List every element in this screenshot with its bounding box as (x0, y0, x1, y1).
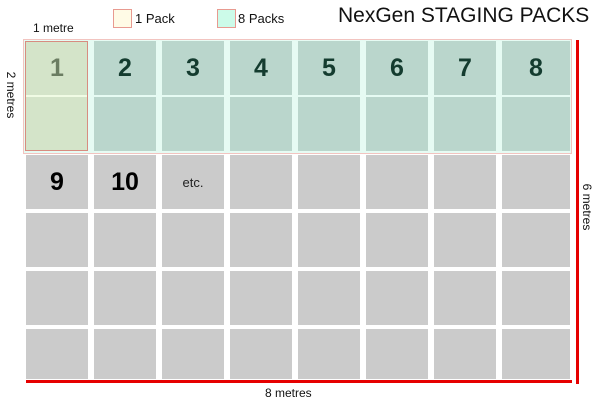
grid-cell (434, 155, 496, 209)
height-dimension-line (576, 40, 579, 384)
grid-cell (298, 213, 360, 267)
pack-number: 7 (458, 53, 472, 82)
grid-cell (230, 213, 292, 267)
grid-cell: etc. (162, 155, 224, 209)
pack-number: 3 (186, 53, 200, 82)
grid-cell (502, 97, 570, 151)
cell-width-label: 1 metre (33, 21, 74, 35)
grid-cell (94, 329, 156, 379)
grid-cell (162, 97, 224, 151)
grid-cell (230, 329, 292, 379)
grid-cell: 5 (298, 41, 360, 95)
single-pack-divider (26, 95, 87, 97)
grid-cell (298, 97, 360, 151)
grid-cell (94, 97, 156, 151)
grid-cell (230, 271, 292, 325)
grid-cell: 7 (434, 41, 496, 95)
grid-cell (26, 271, 88, 325)
pack-number: 10 (111, 167, 139, 196)
grid-cell: 9 (26, 155, 88, 209)
grid-cell (434, 329, 496, 379)
grid-cell (94, 271, 156, 325)
grid-cell (502, 271, 570, 325)
grid-cell (162, 271, 224, 325)
pack-number: 4 (254, 53, 268, 82)
grid-cell (162, 213, 224, 267)
total-height-label: 6 metres (580, 183, 594, 231)
legend-label-1-pack: 1 Pack (135, 11, 175, 26)
total-width-label: 8 metres (265, 386, 312, 400)
grid-cell: 4 (230, 41, 292, 95)
pack-number: 5 (322, 53, 336, 82)
grid-cell (366, 155, 428, 209)
grid-cell (298, 271, 360, 325)
pack-number: 8 (529, 53, 543, 82)
grid-cell (502, 155, 570, 209)
grid-cell: 3 (162, 41, 224, 95)
legend-label-8-packs: 8 Packs (238, 11, 285, 26)
grid-cell (434, 271, 496, 325)
grid-cell (502, 213, 570, 267)
grid-cell (502, 329, 570, 379)
etc-label: etc. (182, 174, 204, 190)
grid-cell (162, 329, 224, 379)
grid-cell (26, 213, 88, 267)
pack-number: 9 (50, 167, 64, 196)
grid-cell (434, 97, 496, 151)
single-pack-outline (25, 41, 88, 151)
grid-cell (94, 213, 156, 267)
grid-cell (366, 97, 428, 151)
pack-number: 2 (118, 53, 132, 82)
grid-cell (26, 97, 88, 151)
pack-number: 6 (390, 53, 404, 82)
width-dimension-line (26, 380, 572, 383)
grid-cell (434, 213, 496, 267)
grid-cell (366, 213, 428, 267)
grid-cell: 10 (94, 155, 156, 209)
grid-cell (366, 271, 428, 325)
cell-height-label: 2 metres (4, 71, 18, 119)
grid-cell: 2 (94, 41, 156, 95)
grid-cell: 1 (26, 41, 88, 95)
grid-cell (298, 155, 360, 209)
pack-number: 1 (50, 53, 64, 82)
grid-cell (26, 329, 88, 379)
grid-cell: 6 (366, 41, 428, 95)
diagram-title: NexGen STAGING PACKS (338, 4, 590, 27)
grid-cell (230, 97, 292, 151)
grid-cell (230, 155, 292, 209)
grid-cell (366, 329, 428, 379)
grid-cell: 8 (502, 41, 570, 95)
legend-swatch-8-packs (217, 9, 236, 28)
grid-cell (298, 329, 360, 379)
legend-swatch-1-pack (113, 9, 132, 28)
